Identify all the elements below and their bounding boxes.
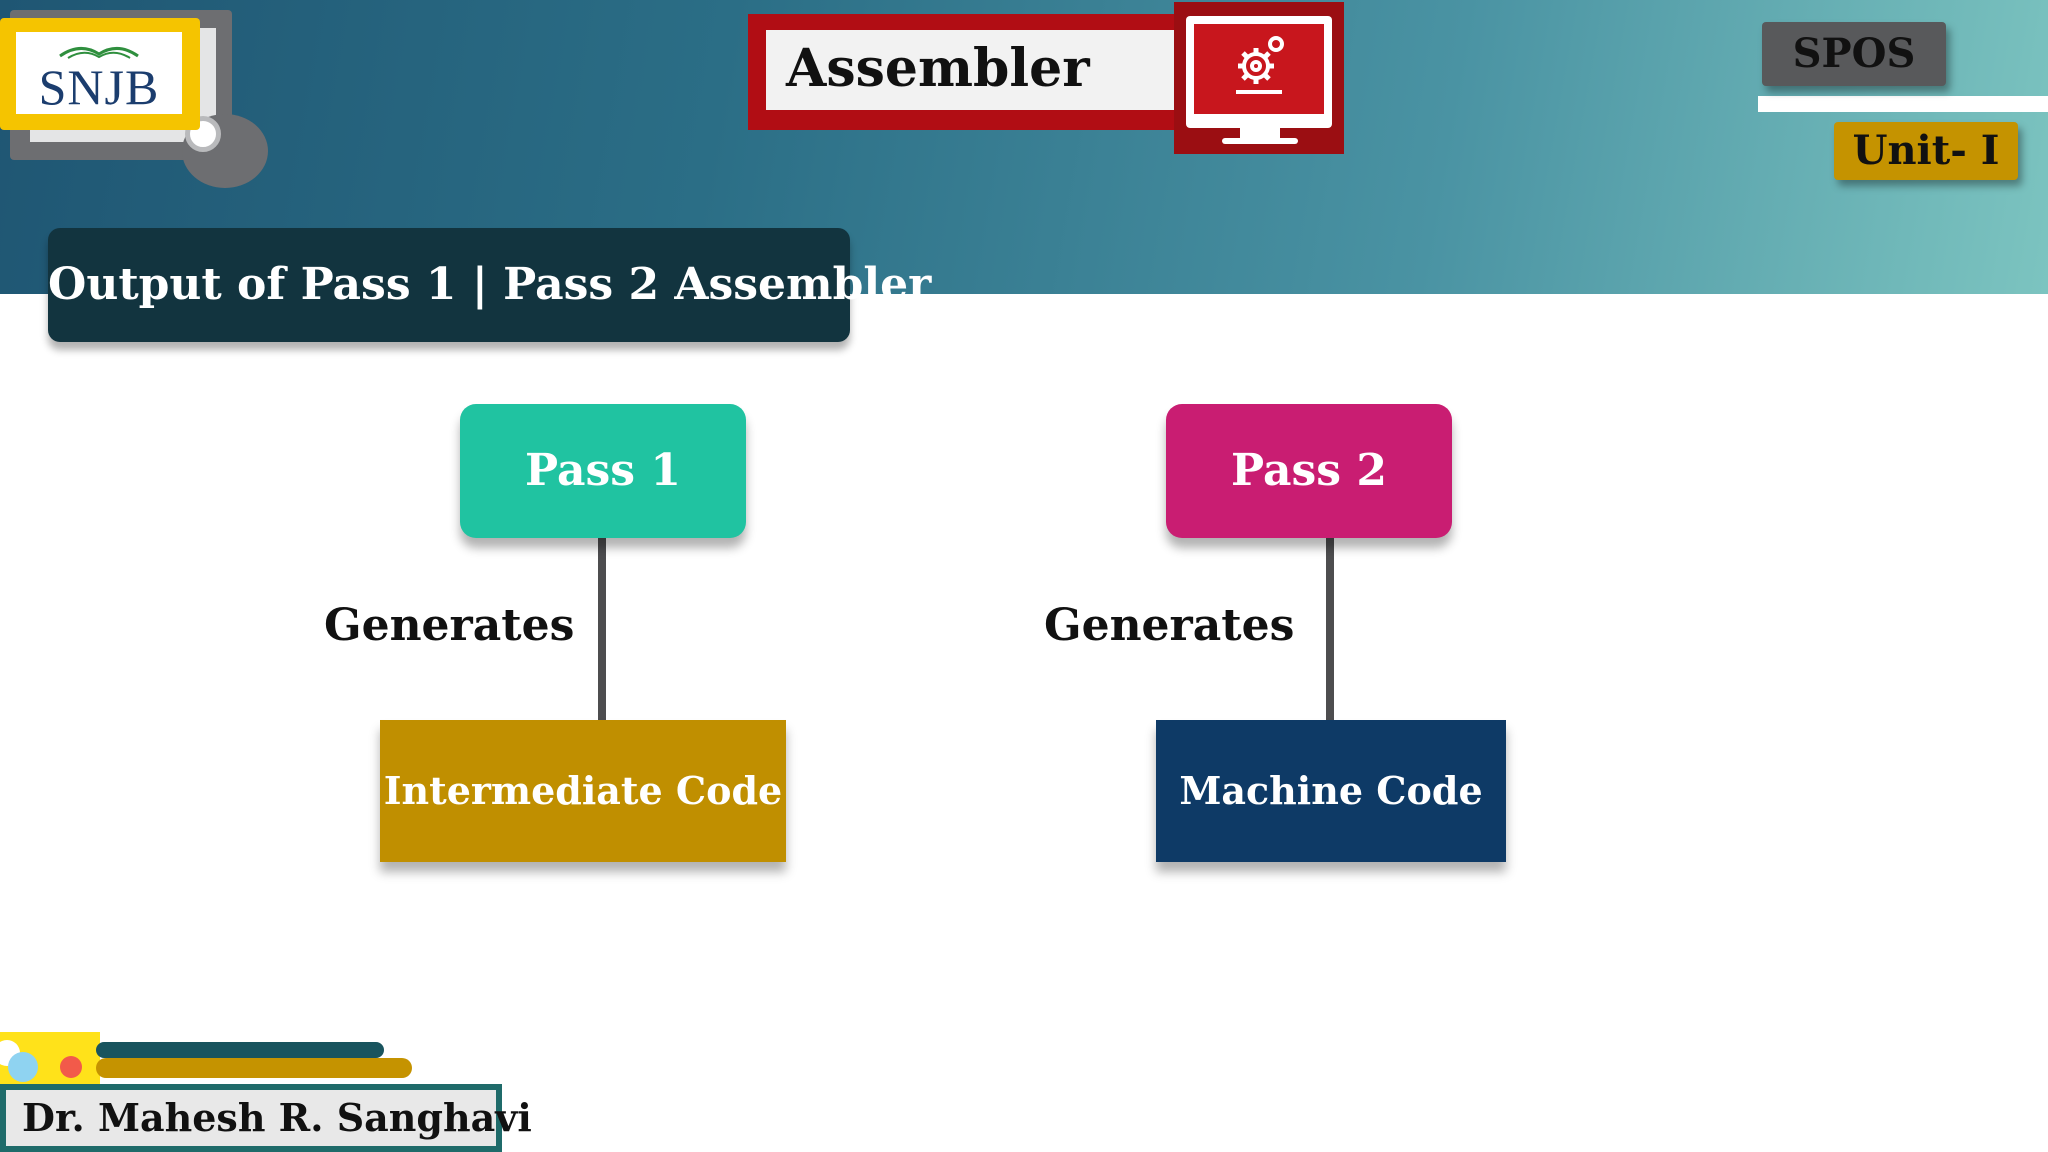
decoration-bar [96,1058,412,1078]
decoration-circle [8,1052,38,1082]
pass2-node: Pass 2 [1166,404,1452,538]
logo-text: SNJB [38,59,160,115]
pass2-edge-label: Generates [1044,600,1295,651]
pass2-connector [1326,526,1334,726]
presenter-frame: Dr. Mahesh R. Sanghavi [0,1084,532,1152]
page-title: Assembler [786,38,1090,99]
pass1-edge-label: Generates [324,600,575,651]
gear-icon [1236,36,1284,94]
header-stripe [1758,96,2048,112]
section-title: Output of Pass 1 | Pass 2 Assembler [48,228,931,342]
monitor-stand [1240,124,1280,142]
book-leaf-icon [59,47,139,59]
logo-background [16,32,182,114]
subject-badge: SPOS [1762,22,1946,86]
unit-badge: Unit- I [1834,122,2018,180]
title-plate [766,30,1182,110]
decoration-circle [60,1056,82,1078]
pass1-connector [598,530,606,736]
presenter-name: Dr. Mahesh R. Sanghavi [6,1090,532,1146]
intermediate-code-node: Intermediate Code [380,720,786,862]
monitor-base [1222,138,1298,144]
decoration-bar [96,1042,384,1058]
machine-code-node: Machine Code [1156,720,1506,862]
pass1-node: Pass 1 [460,404,746,538]
title-frame [748,14,1200,130]
